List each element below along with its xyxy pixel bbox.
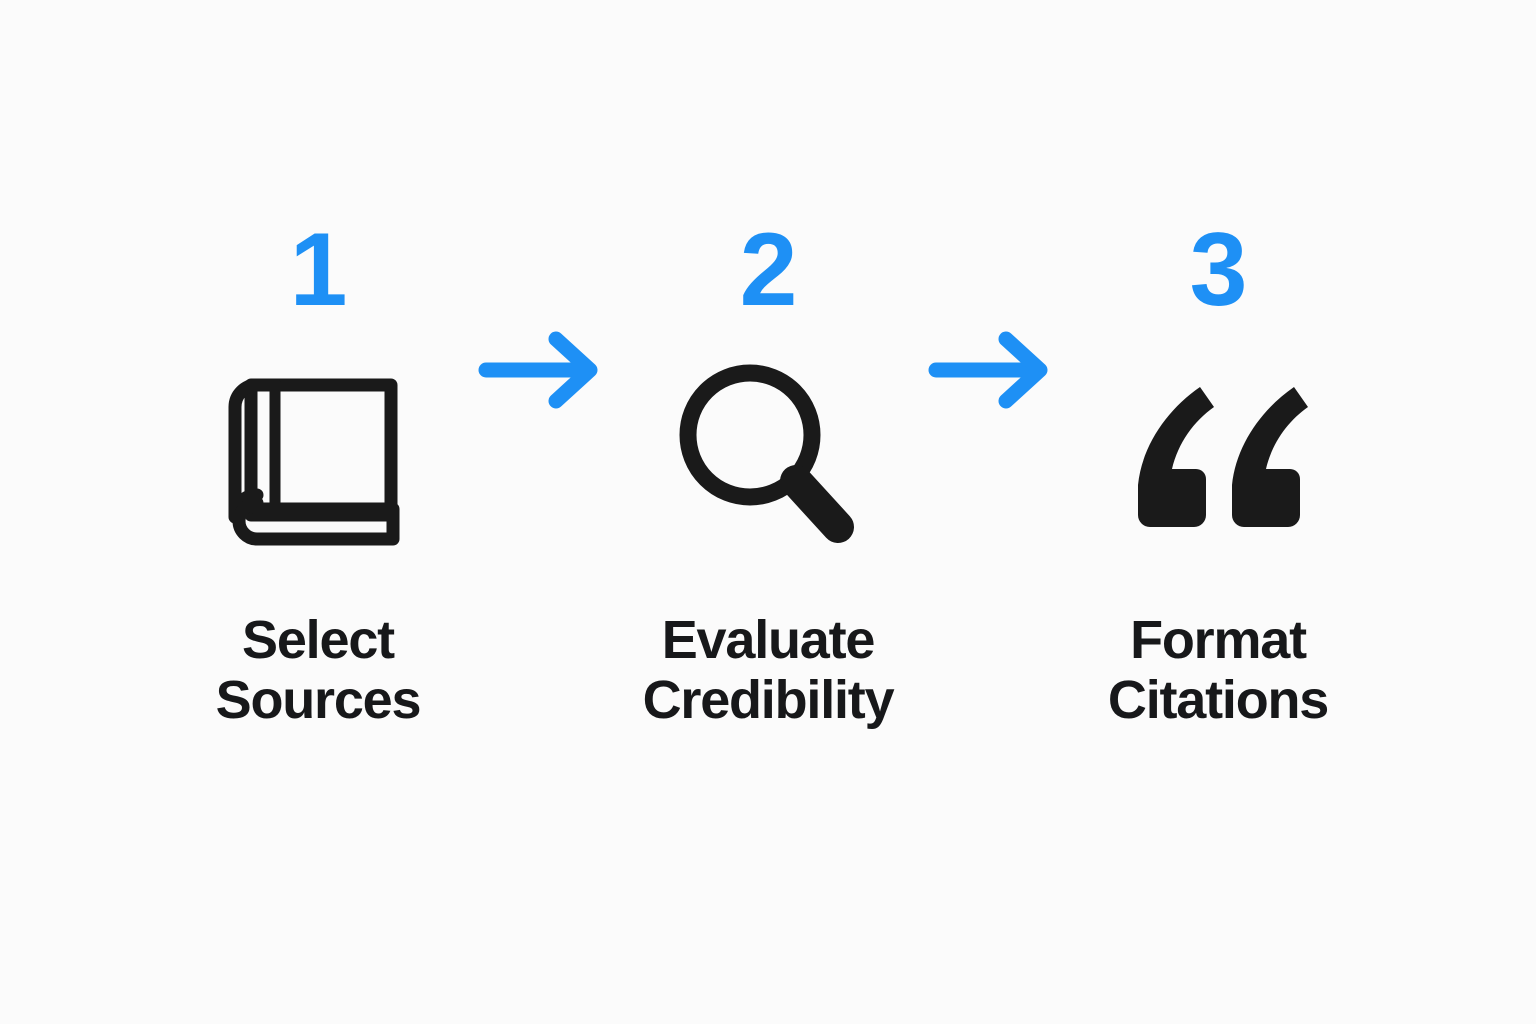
step-2[interactable]: 2 Evaluate Credibility	[618, 0, 918, 731]
magnifying-glass-icon	[668, 355, 868, 560]
step-1-icon-container	[208, 352, 428, 562]
step-2-number: 2	[739, 212, 798, 328]
step-2-icon-container	[658, 352, 878, 562]
quotation-mark-icon	[1116, 367, 1321, 547]
book-icon	[223, 357, 413, 557]
arrow-right-icon	[478, 331, 608, 417]
step-1[interactable]: 1 Select S	[168, 0, 468, 731]
connector-1	[468, 0, 618, 408]
step-1-number: 1	[289, 212, 348, 328]
step-1-label: Select Sources	[215, 610, 422, 731]
step-2-label: Evaluate Credibility	[642, 610, 895, 731]
step-3[interactable]: 3 Format Citations	[1068, 0, 1368, 731]
connector-2	[918, 0, 1068, 408]
arrow-right-icon	[928, 331, 1058, 417]
step-3-number: 3	[1189, 212, 1248, 328]
step-3-icon-container	[1108, 352, 1328, 562]
step-3-label: Format Citations	[1107, 610, 1329, 731]
